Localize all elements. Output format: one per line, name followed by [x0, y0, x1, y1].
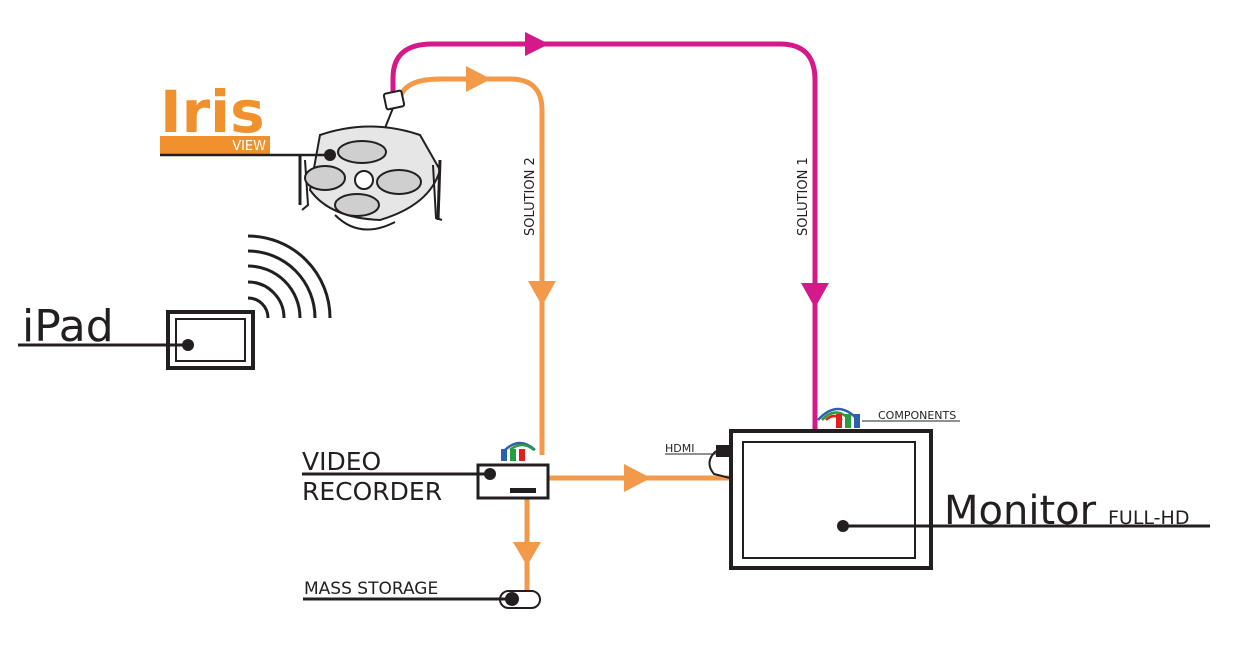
- lamp-leader-dot: [324, 149, 336, 161]
- monitor-leader-dot: [837, 520, 849, 532]
- solution2-path: [397, 76, 730, 592]
- hdmi-connector-icon: [708, 445, 732, 479]
- mass-storage-leader-dot: [505, 592, 519, 606]
- solution2-arrow-down: [528, 281, 556, 306]
- video-recorder-label-line2: RECORDER: [302, 477, 442, 506]
- hdmi-arrow-right: [624, 464, 651, 492]
- solution1-arrow-down: [801, 283, 829, 308]
- video-recorder-label-line1: VIDEO: [302, 447, 381, 476]
- logo-bar: [160, 136, 270, 154]
- wifi-signal-icon: [247, 234, 332, 319]
- solution1-arrow-right: [525, 32, 549, 56]
- components-label: COMPONENTS: [878, 409, 956, 422]
- video-recorder-leader-dot: [484, 468, 496, 480]
- monitor-suffix-label: FULL-HD: [1108, 507, 1189, 529]
- solution1-label: SOLUTION 1: [796, 157, 811, 236]
- monitor-icon: [729, 429, 933, 570]
- storage-arrow-down: [513, 542, 541, 566]
- solution2-arrow-right: [466, 66, 491, 92]
- iris-view-logo: Iris VIEW: [160, 78, 270, 154]
- solution1-path: [390, 41, 818, 430]
- ipad-icon: [166, 310, 255, 370]
- solution2-label: SOLUTION 2: [523, 157, 538, 236]
- logo-brand: Iris: [160, 78, 265, 146]
- monitor-component-cable-icon: [817, 407, 860, 428]
- ipad-leader-dot: [182, 339, 194, 351]
- hdmi-label: HDMI: [665, 442, 694, 455]
- mass-storage-label: MASS STORAGE: [304, 579, 438, 599]
- recorder-component-cable-icon: [501, 441, 536, 461]
- lamp-icon: [298, 89, 443, 231]
- logo-sub: VIEW: [232, 139, 266, 154]
